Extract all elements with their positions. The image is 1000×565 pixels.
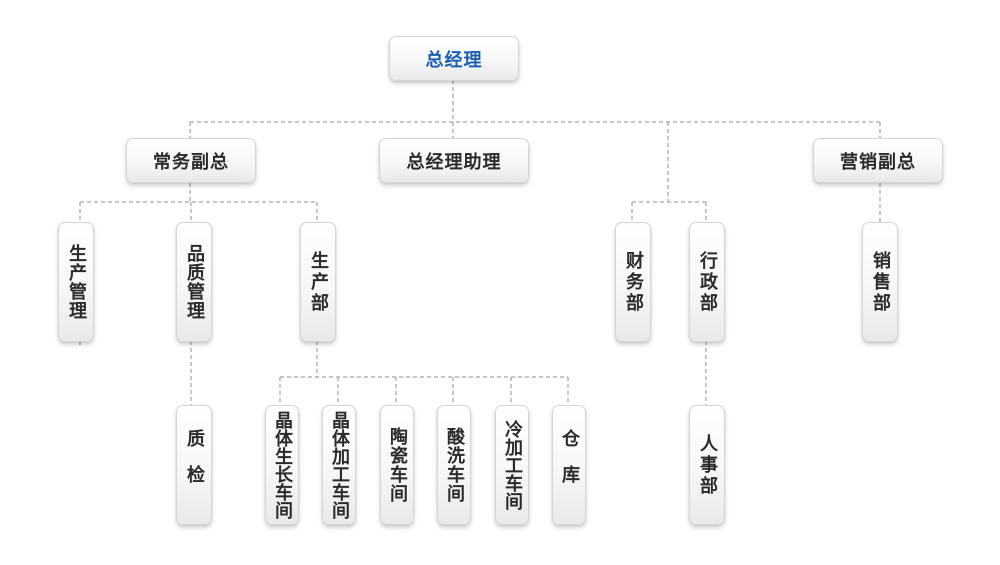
production-dept-node: 生产部 — [300, 222, 336, 342]
general-manager-node: 总经理 — [389, 36, 519, 81]
ceramic-workshop-node: 陶瓷车间 — [380, 405, 414, 525]
cold-working-workshop-node: 冷加工车间 — [495, 405, 529, 525]
quality-management-node: 品质管理 — [176, 222, 212, 342]
quality-inspection-node: 质检 — [176, 405, 212, 525]
warehouse-node: 仓库 — [552, 405, 586, 525]
crystal-growth-workshop-node: 晶体生长车间 — [265, 405, 299, 525]
hr-dept-node: 人事部 — [689, 405, 725, 525]
sales-dept-node: 销售部 — [862, 222, 898, 342]
crystal-processing-workshop-node: 晶体加工车间 — [322, 405, 356, 525]
pickling-workshop-node: 酸洗车间 — [437, 405, 471, 525]
production-management-node: 生产管理 — [58, 222, 94, 342]
vp-operations-node: 常务副总 — [126, 138, 256, 183]
finance-dept-node: 财务部 — [615, 222, 651, 342]
gm-assistant-node: 总经理助理 — [379, 138, 529, 183]
vp-sales-node: 营销副总 — [813, 138, 943, 183]
admin-dept-node: 行政部 — [689, 222, 725, 342]
